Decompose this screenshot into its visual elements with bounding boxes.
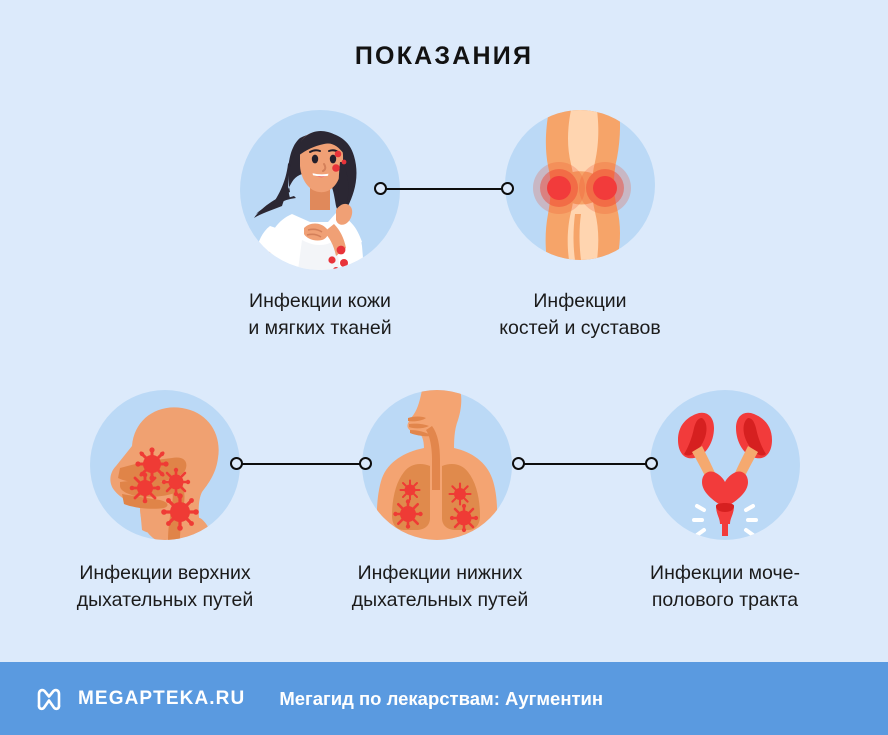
item-caption: Инфекции верхних дыхательных путей [76, 562, 254, 611]
connector-line [238, 463, 364, 466]
connector-line [382, 188, 506, 191]
megapteka-m-logo-icon[interactable] [34, 684, 64, 714]
item-caption: Инфекции нижних дыхательных путей [351, 562, 529, 611]
urinary-tract-kidneys-bladder-icon [650, 390, 800, 540]
footer-bar: MEGAPTEKA.RU Мегагид по лекарствам: Аугм… [0, 662, 888, 735]
connector-endpoint-left [374, 182, 387, 195]
connector-line [520, 463, 650, 466]
connector-endpoint-right [501, 182, 514, 195]
item-caption: Инфекции кожи и мягких тканей [248, 290, 392, 339]
connector-lower-to-urogenital [512, 456, 658, 472]
connector-endpoint-right [645, 457, 658, 470]
item-caption: Инфекции моче- полового тракта [650, 562, 800, 611]
footer-tagline: Мегагид по лекарствам: Аугментин [279, 687, 604, 709]
lungs-infection-icon [362, 390, 512, 540]
connector-skin-to-joint [374, 181, 514, 197]
connector-upper-to-lower [230, 456, 372, 472]
connector-endpoint-right [359, 457, 372, 470]
brand-name: MEGAPTEKA.RU [78, 687, 246, 709]
connector-endpoint-left [230, 457, 243, 470]
inflamed-knee-joint-icon [505, 110, 655, 260]
connector-endpoint-left [512, 457, 525, 470]
item-caption: Инфекции костей и суставов [499, 290, 661, 339]
page-title: ПОКАЗАНИЯ [354, 42, 534, 70]
woman-with-skin-rash-icon [240, 110, 400, 270]
head-nasal-throat-infection-icon [90, 390, 240, 540]
